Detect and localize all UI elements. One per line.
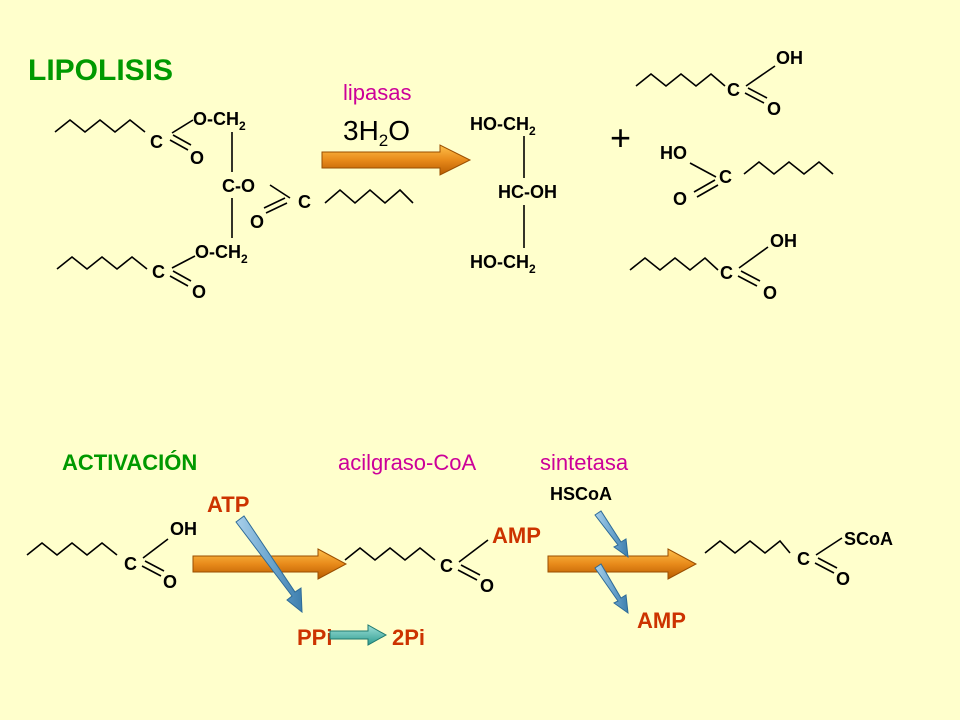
fatty-chain-bottom [56,255,148,271]
atom-c: C [719,167,732,187]
amp-out-arrow [594,563,629,615]
atom-c: C [124,554,137,574]
ppi-label: PPi [297,625,332,650]
atom-c: C [727,80,740,100]
atom-o: O [250,212,264,232]
water-formula: 3H2O [343,115,410,150]
atom-o: O [763,283,777,303]
amp-label-released: AMP [637,608,686,633]
atom-o: O [673,189,687,209]
triglyceride: C O O-CH2 C-O C O O-CH2 C O [54,109,414,302]
atom-o: O [836,569,850,589]
hscoa-label: HSCoA [550,484,612,504]
ppi-to-pi-arrow [329,624,388,646]
atom-c: C [720,263,733,283]
amp-label-bound: AMP [492,523,541,548]
fatty-chain-top [54,118,146,134]
reaction-arrow-2 [547,548,698,580]
enzyme-acyl-coa: acilgraso-CoA [338,450,476,475]
hydroxyl-label: OH [170,519,197,539]
atom-o: O [767,99,781,119]
reaction-arrow-lipolysis [321,144,472,176]
fatty-acid-2: HO C O [660,143,834,209]
glycerol-middle: HC-OH [498,182,557,202]
atom-c: C [797,549,810,569]
two-pi-label: 2Pi [392,625,425,650]
fatty-chain-mid [324,188,414,205]
glycerol-bottom: HO-CH2 [470,252,536,276]
enzyme-synthetase: sintetasa [540,450,629,475]
atp-label: ATP [207,492,249,517]
bond-c-o [171,119,194,134]
atom-o: O [480,576,494,596]
hscoa-in-arrow [594,510,629,559]
enzyme-lipases: lipasas [343,80,411,105]
fatty-acid-1: C OH O [635,48,803,119]
glycerol-top: HO-CH2 [470,114,536,138]
c-o-middle: C-O [222,176,255,196]
atom-o: O [192,282,206,302]
plus-sign: + [610,117,631,158]
glycerol: HO-CH2 HC-OH HO-CH2 [470,114,557,276]
atp-to-ppi-arrow [235,515,303,614]
lipolysis-title: LIPOLISIS [28,54,173,87]
atom-c: C [298,192,311,212]
o-ch2-bottom: O-CH2 [195,242,248,266]
atom-o: O [190,148,204,168]
activation-title: ACTIVACIÓN [62,450,197,475]
hydroxyl-label: HO [660,143,687,163]
acyl-coa: C SCoA O [704,529,893,589]
acyl-adenylate: C O AMP [344,523,541,596]
atom-c: C [152,262,165,282]
activation-fatty-acid: C OH O [26,519,197,592]
hydroxyl-label: OH [776,48,803,68]
o-ch2-top: O-CH2 [193,109,246,133]
fatty-acid-3: C OH O [629,231,797,303]
scoa-label: SCoA [844,529,893,549]
hydroxyl-label: OH [770,231,797,251]
atom-c: C [150,132,163,152]
atom-o: O [163,572,177,592]
atom-c: C [440,556,453,576]
